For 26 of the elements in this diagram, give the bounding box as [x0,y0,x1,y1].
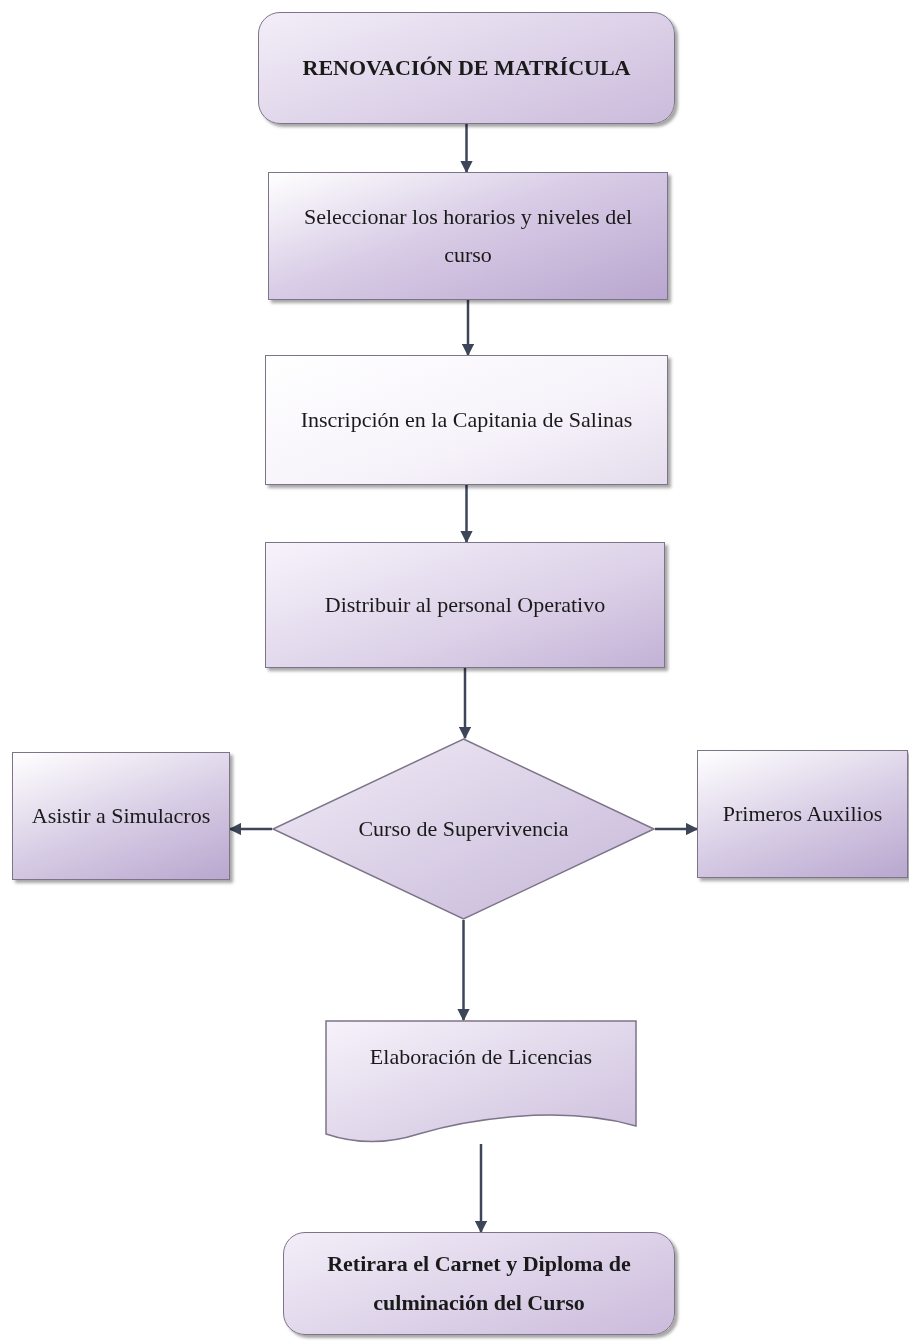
arrow [457,920,470,1022]
node-text: Retirara el Carnet y Diploma de culminación del Curso [326,1250,632,1317]
node-text: RENOVACIÓN DE MATRÍCULA [302,53,631,82]
node-text: Primeros Auxilios [722,799,883,828]
node-text: Asistir a Simulacros [31,801,211,830]
process-box [265,355,668,485]
arrow [655,822,699,836]
decision-diamond [272,738,655,920]
process-box [12,752,230,880]
arrow [458,668,472,740]
node-text: Curso de Supervivencia [358,814,569,843]
terminal-box [258,12,675,124]
terminal-box [283,1232,675,1335]
arrow [474,1144,488,1234]
arrow [228,822,272,836]
node-text: Seleccionar los horarios y niveles del curso [302,202,634,269]
node-text: Distribuir al personal Operativo [324,590,606,619]
document-shape [325,1020,637,1144]
process-box [268,172,668,300]
process-box [265,542,665,668]
arrow [460,124,473,174]
node-text: Inscripción en la Capitania de Salinas [300,405,633,434]
node-text: Elaboración de Licencias [369,1043,593,1071]
process-box [697,750,908,878]
arrow [461,300,475,357]
arrow [460,485,473,544]
